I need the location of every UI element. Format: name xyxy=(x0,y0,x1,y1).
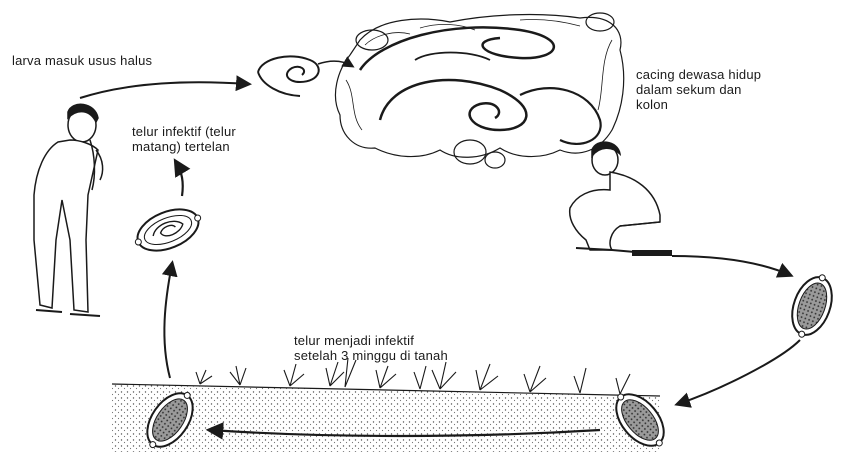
label-infective-line-2: setelah 3 minggu di tanah xyxy=(294,348,448,363)
arrow-egg-to-soil xyxy=(678,340,800,404)
arrow-feces-to-egg xyxy=(672,256,790,275)
intestine-illustration xyxy=(335,13,623,168)
label-eaten-line-1: telur infektif (telur xyxy=(132,124,236,139)
label-larva: larva masuk usus halus xyxy=(12,53,152,68)
label-eaten: telur infektif (telur matang) tertelan xyxy=(132,124,236,154)
label-larva-text: larva masuk usus halus xyxy=(12,53,152,68)
label-eaten-line-2: matang) tertelan xyxy=(132,139,236,154)
egg-icon xyxy=(784,269,840,343)
label-adult-line-1: cacing dewasa hidup xyxy=(636,67,761,82)
egg-icon xyxy=(129,200,207,260)
squatting-man-illustration xyxy=(570,142,672,256)
larva-icon xyxy=(258,56,319,96)
arrow-soil-to-egg xyxy=(164,264,172,378)
grass-soil-illustration xyxy=(112,358,660,452)
arrow-egg-to-mouth xyxy=(176,162,183,196)
label-adult-line-2: dalam sekum dan xyxy=(636,82,761,97)
label-infective: telur menjadi infektif setelah 3 minggu … xyxy=(294,333,448,363)
arrow-man-to-larva xyxy=(80,82,248,98)
label-infective-line-1: telur menjadi infektif xyxy=(294,333,448,348)
standing-man-illustration xyxy=(34,104,103,316)
label-adult-line-3: kolon xyxy=(636,97,761,112)
label-adult-worm: cacing dewasa hidup dalam sekum dan kolo… xyxy=(636,67,761,112)
arrow-larva-to-intestine xyxy=(318,61,352,66)
